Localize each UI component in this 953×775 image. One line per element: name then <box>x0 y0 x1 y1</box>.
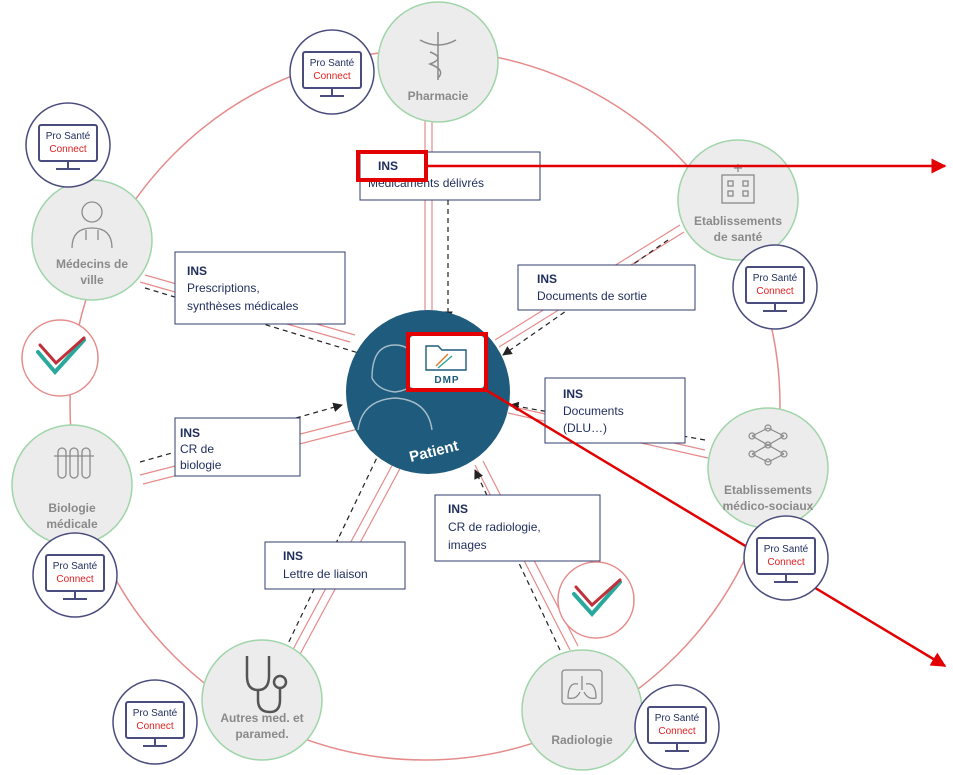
svg-text:Connect: Connect <box>658 726 695 737</box>
svg-text:Pharmacie: Pharmacie <box>408 89 469 103</box>
svg-text:CR de radiologie,: CR de radiologie, <box>448 520 541 534</box>
lungs-icon <box>561 669 603 705</box>
annotation-arrow-dmp <box>485 388 947 668</box>
svg-text:INS: INS <box>378 159 398 173</box>
info-box-biologie: INS CR de biologie <box>174 417 301 477</box>
info-box-pharmacie: INS Médicaments délivrés <box>359 151 541 201</box>
info-box-radiologie: INS CR de radiologie, images <box>434 494 601 562</box>
svg-text:médicale: médicale <box>46 517 98 531</box>
svg-text:Lettre de liaison: Lettre de liaison <box>283 567 368 581</box>
info-box-etab-medico: INS Documents (DLU…) <box>544 377 686 444</box>
svg-text:Documents de sortie: Documents de sortie <box>537 289 647 303</box>
stethoscope-icon <box>245 656 288 714</box>
svg-text:(DLU…): (DLU…) <box>563 421 607 435</box>
svg-text:Prescriptions,: Prescriptions, <box>187 281 260 295</box>
svg-text:Biologie: Biologie <box>48 501 96 515</box>
svg-text:Connect: Connect <box>56 574 93 585</box>
network-icon <box>748 424 788 466</box>
svg-text:paramed.: paramed. <box>235 727 288 741</box>
node-radiologie: Radiologie <box>521 649 643 771</box>
svg-text:Connect: Connect <box>756 286 793 297</box>
svg-text:ville: ville <box>80 273 104 287</box>
svg-text:Pro Santé: Pro Santé <box>753 273 798 284</box>
node-medecins-ville: Médecins de ville <box>31 179 153 301</box>
svg-text:images: images <box>448 538 487 552</box>
svg-text:Pro Santé: Pro Santé <box>53 561 98 572</box>
svg-text:Connect: Connect <box>767 557 804 568</box>
dmp-folder-icon <box>425 345 467 371</box>
svg-text:Médecins de: Médecins de <box>56 257 128 271</box>
svg-text:de santé: de santé <box>714 230 763 244</box>
pro-sante-connect-badge: Pro Santé Connect <box>32 532 118 618</box>
info-box-autres: INS Lettre de liaison <box>264 541 406 590</box>
svg-text:Pro Santé: Pro Santé <box>46 131 91 142</box>
pro-sante-connect-badge: Pro Santé Connect <box>289 29 375 115</box>
svg-text:INS: INS <box>180 426 200 440</box>
dmp-badge: DMP <box>410 336 484 388</box>
svg-text:Connect: Connect <box>136 721 173 732</box>
svg-text:Pro Santé: Pro Santé <box>133 708 178 719</box>
svg-text:INS: INS <box>283 549 303 563</box>
doctor-icon <box>71 201 113 249</box>
svg-text:Radiologie: Radiologie <box>551 733 613 747</box>
check-logo-icon <box>557 561 635 639</box>
node-etablissements-medico-sociaux: Etablissements médico-sociaux <box>707 407 829 529</box>
svg-text:Pro Santé: Pro Santé <box>655 713 700 724</box>
svg-text:Connect: Connect <box>49 144 86 155</box>
node-biologie-medicale: Biologie médicale <box>11 424 133 546</box>
svg-text:Pro Santé: Pro Santé <box>764 544 809 555</box>
svg-text:INS: INS <box>187 264 207 278</box>
check-logo-icon <box>21 319 99 397</box>
svg-text:INS: INS <box>448 502 468 516</box>
svg-text:Documents: Documents <box>563 404 624 418</box>
svg-text:Etablissements: Etablissements <box>694 214 782 228</box>
svg-text:INS: INS <box>537 272 557 286</box>
pro-sante-connect-badge: Pro Santé Connect <box>634 684 720 770</box>
dmp-highlight-box <box>406 332 488 392</box>
pro-sante-connect-badge: Pro Santé Connect <box>732 244 818 330</box>
svg-text:INS: INS <box>563 387 583 401</box>
info-box-medecins: INS Prescriptions, synthèses médicales <box>174 251 346 325</box>
svg-text:biologie: biologie <box>180 458 222 472</box>
pro-sante-connect-badge: Pro Santé Connect <box>743 515 829 601</box>
svg-text:Etablissements: Etablissements <box>724 483 812 497</box>
info-box-etab-sante: INS Documents de sortie <box>517 264 696 311</box>
node-autres-med-paramed: Autres med. et paramed. <box>201 639 323 761</box>
test-tubes-icon <box>54 447 94 479</box>
svg-text:médico-sociaux: médico-sociaux <box>723 499 814 513</box>
svg-text:synthèses médicales: synthèses médicales <box>187 299 298 313</box>
svg-text:DMP: DMP <box>434 375 459 386</box>
pro-sante-connect-badge: Pro Santé Connect <box>25 102 111 188</box>
pro-sante-connect-badge: Pro Santé Connect <box>112 679 198 765</box>
node-pharmacie: Pharmacie <box>377 1 499 123</box>
svg-text:Pro Santé: Pro Santé <box>310 58 355 69</box>
svg-text:Autres med. et: Autres med. et <box>220 711 303 725</box>
caduceus-icon <box>419 32 457 80</box>
svg-text:Connect: Connect <box>313 71 350 82</box>
svg-text:CR de: CR de <box>180 442 214 456</box>
node-etablissements-sante: Etablissements de santé <box>677 139 799 261</box>
